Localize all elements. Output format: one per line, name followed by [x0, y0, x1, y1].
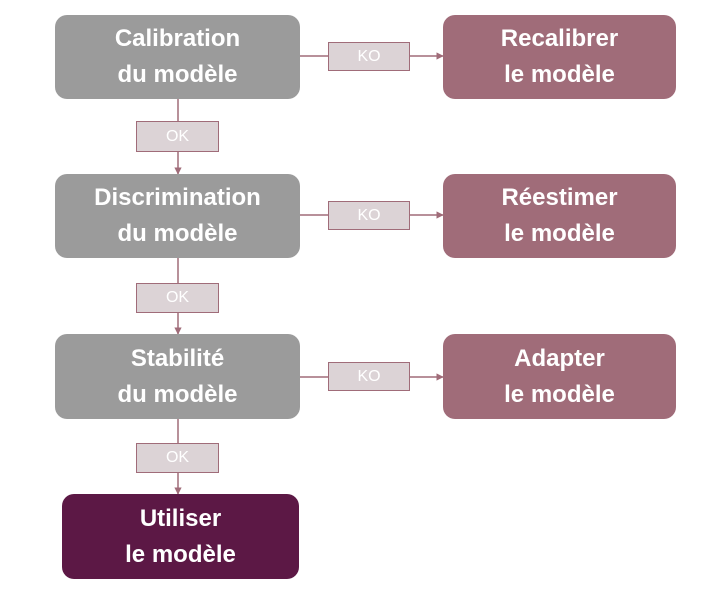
step-box-discrimination: Discrimination du modèle	[55, 174, 300, 258]
ko-tag: KO	[328, 201, 410, 230]
action-label: Adapter	[514, 344, 605, 372]
action-box-adapter: Adapter le modèle	[443, 334, 676, 419]
ok-tag: OK	[136, 283, 219, 313]
step-box-stabilite: Stabilité du modèle	[55, 334, 300, 419]
final-label: le modèle	[125, 540, 236, 568]
action-box-reestimer: Réestimer le modèle	[443, 174, 676, 258]
step-label: Stabilité	[130, 344, 225, 372]
step-label: du modèle	[117, 61, 238, 88]
step-label: Calibration	[114, 25, 241, 52]
ko-tag: KO	[328, 42, 410, 71]
final-box-utiliser: Utiliser le modèle	[62, 494, 299, 579]
action-box-recalibrer: Recalibrer le modèle	[443, 15, 676, 99]
final-label: Utiliser	[139, 504, 222, 532]
action-label: le modèle	[504, 380, 615, 408]
ok-tag: OK	[136, 443, 219, 473]
action-label: le modèle	[504, 220, 615, 247]
ok-tag: OK	[136, 121, 219, 152]
step-label: du modèle	[117, 220, 238, 247]
ko-tag: KO	[328, 362, 410, 391]
step-label: du modèle	[117, 380, 238, 408]
step-label: Discrimination	[94, 184, 261, 211]
action-label: le modèle	[504, 61, 615, 88]
action-label: Recalibrer	[500, 25, 619, 52]
step-box-calibration: Calibration du modèle	[55, 15, 300, 99]
action-label: Réestimer	[501, 184, 618, 211]
